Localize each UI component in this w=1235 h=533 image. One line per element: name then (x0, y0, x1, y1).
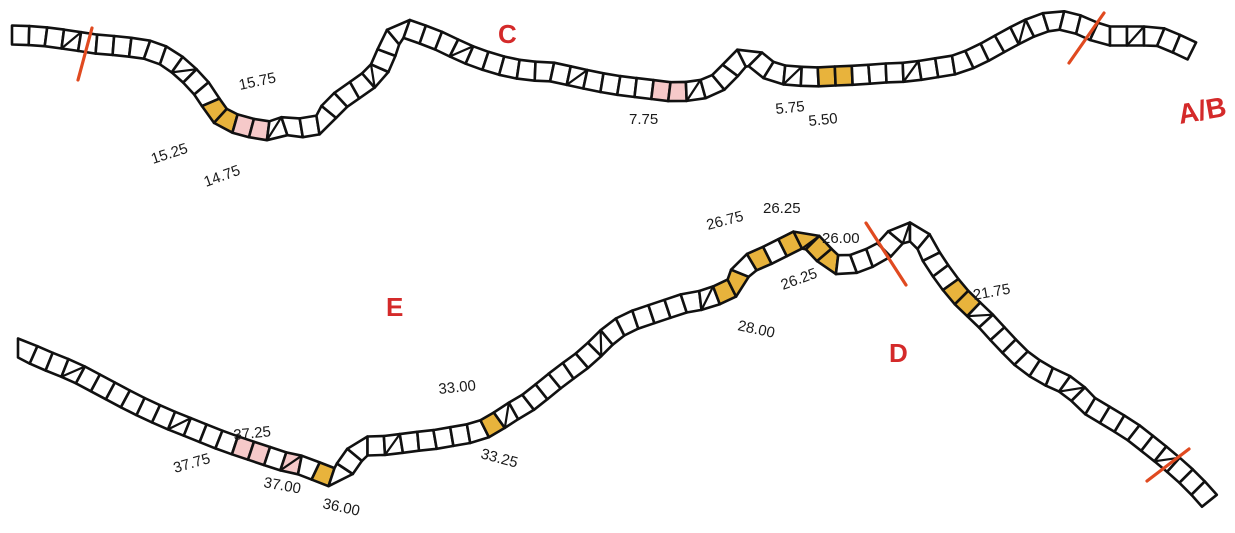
twist-line (369, 64, 376, 88)
chromatin-segment (1171, 33, 1198, 61)
band-label: 15.75 (237, 69, 277, 93)
highlighted-band (666, 80, 689, 103)
band-label: 37.25 (233, 423, 272, 444)
chain-top (10, 10, 1198, 142)
twist-line (384, 433, 401, 456)
band-label: 26.00 (822, 230, 860, 247)
chain-layer (10, 10, 1219, 509)
band-label: 7.75 (629, 111, 658, 128)
cut-mark (76, 26, 94, 82)
region-label-e: E (386, 292, 403, 322)
region-label-ab: A/B (1176, 91, 1229, 130)
chromatin-segment (799, 65, 821, 88)
twist-line (782, 66, 803, 86)
chromatin-segment (398, 430, 421, 455)
twist-line (60, 31, 82, 50)
cut-mark (1067, 11, 1106, 65)
region-label-d: D (889, 338, 908, 368)
cut-mark (1145, 447, 1191, 483)
twist-line (449, 45, 474, 58)
twist-line (599, 330, 603, 357)
band-label: 28.00 (736, 317, 776, 341)
band-label: 15.25 (149, 140, 190, 168)
band-label: 26.25 (763, 200, 801, 217)
chromatin-segment (884, 61, 905, 84)
twist-line (685, 79, 702, 102)
highlighted-band (816, 65, 837, 88)
band-label: 37.00 (262, 474, 302, 497)
twist-line (1058, 386, 1086, 393)
chromatin-segment (867, 62, 888, 85)
chromatin-segment (515, 58, 537, 82)
twist-line (700, 285, 715, 311)
twist-line (1017, 19, 1027, 45)
band-label: 33.25 (479, 445, 520, 471)
twist-line (171, 68, 197, 74)
twist-line (60, 365, 86, 378)
band-label: 33.00 (438, 377, 477, 398)
cut-mark-layer (76, 11, 1191, 483)
chain-bottom (16, 221, 1219, 509)
chromatin-segment (94, 33, 116, 57)
twist-line (967, 313, 994, 318)
band-label: 26.75 (705, 208, 746, 234)
twist-line (566, 69, 588, 86)
region-label-c: C (498, 19, 517, 49)
band-label: 14.75 (202, 162, 243, 191)
band-label: 36.00 (321, 495, 361, 519)
band-label: 21.75 (972, 281, 1012, 304)
band-label: 37.75 (171, 450, 212, 477)
twist-line (167, 417, 192, 431)
chromatin-segment (850, 63, 872, 87)
chromatin-segment (1108, 25, 1129, 47)
band-label: 26.25 (779, 265, 820, 294)
band-label: 5.50 (808, 110, 839, 130)
chromatin-segment (366, 434, 387, 457)
chromatin-segment (1190, 480, 1219, 509)
twist-line (265, 116, 283, 141)
cut-mark (864, 221, 908, 287)
chromatin-segment (10, 24, 31, 47)
twist-line (902, 60, 920, 83)
twist-line (1126, 25, 1145, 47)
highlighted-band (833, 64, 854, 87)
band-label: 5.75 (775, 98, 806, 118)
twist-line (503, 402, 510, 429)
twist-line (279, 454, 303, 472)
